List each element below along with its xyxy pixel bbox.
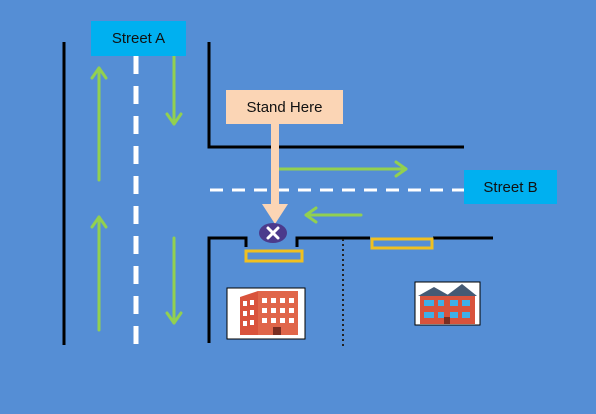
arrow-up-icon	[90, 66, 108, 182]
house-building-icon	[414, 281, 481, 326]
street-a-label: Street A	[91, 21, 186, 56]
arrow-up-icon	[90, 215, 108, 332]
street-b-lower-edge	[295, 236, 370, 247]
arrow-down-icon	[165, 236, 183, 325]
crosswalk-marker	[370, 237, 434, 250]
street-a-right-upper-edge	[207, 42, 464, 149]
street-b-label: Street B	[464, 170, 557, 204]
office-building-icon	[226, 287, 306, 340]
stand-here-callout: Stand Here	[226, 90, 343, 124]
arrow-down-icon	[165, 54, 183, 126]
road-edges	[62, 42, 493, 345]
crosswalk-marker	[244, 249, 304, 263]
x-marker-icon[interactable]	[259, 223, 287, 243]
arrow-right-icon	[276, 160, 408, 178]
street-a-right-lower-edge	[207, 236, 248, 343]
arrow-left-icon	[304, 206, 363, 224]
traffic-arrows	[90, 54, 408, 332]
callout-pointer	[262, 124, 288, 224]
